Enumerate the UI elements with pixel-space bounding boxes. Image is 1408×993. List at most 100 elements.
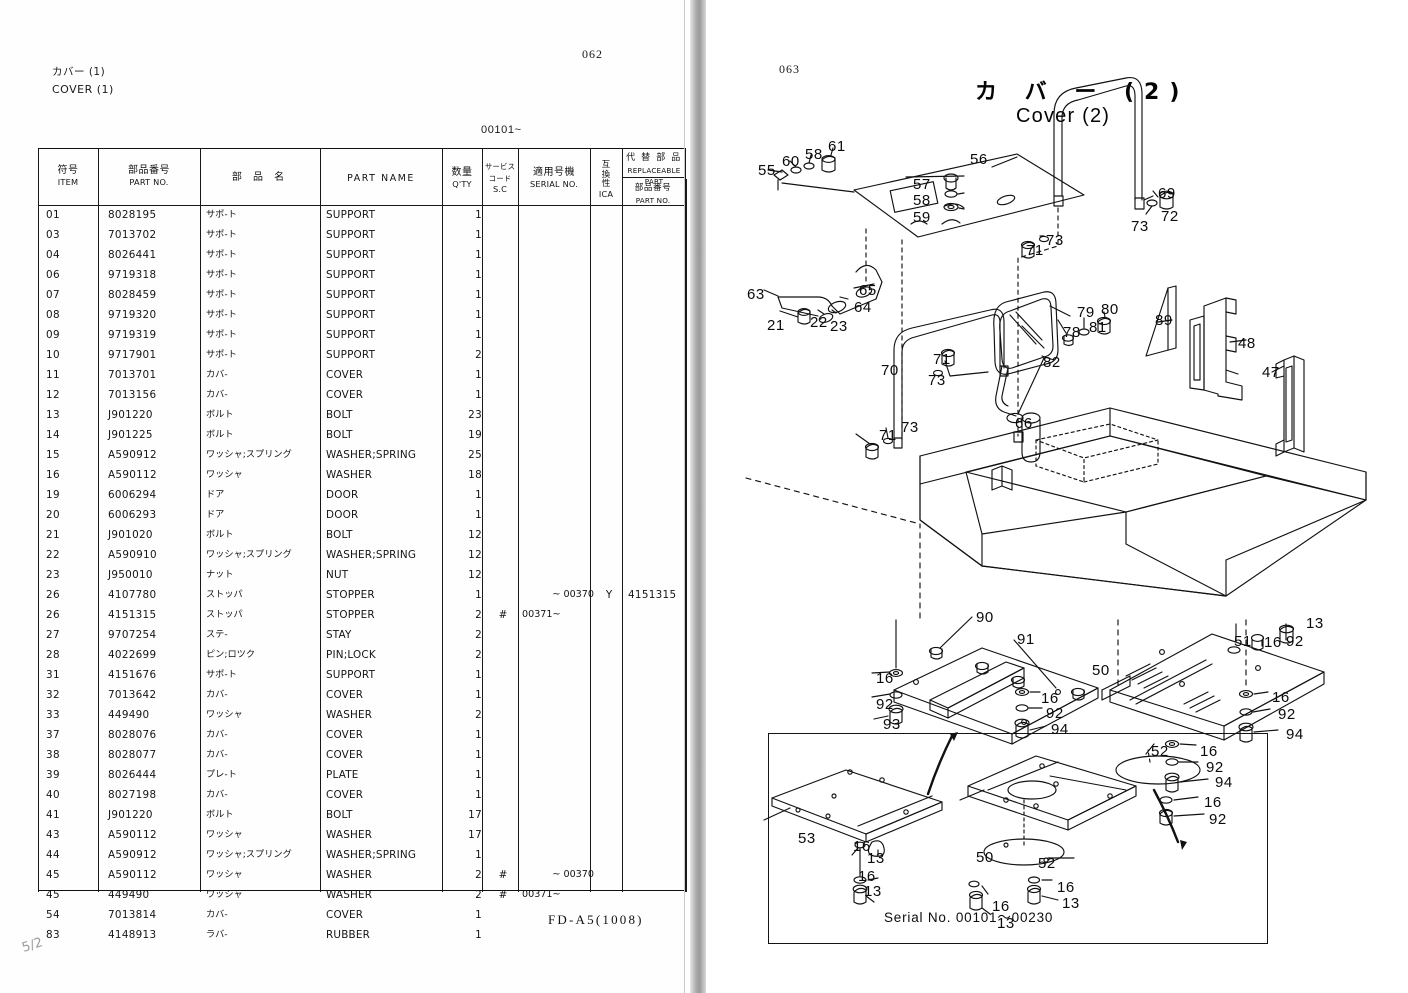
cell-qty: 1 [475, 229, 482, 241]
cell-jp-name: カバ- [206, 789, 228, 800]
left-page: カバー (1) COVER (1) 062 00101~ 符号 [0, 0, 723, 993]
cell-part-name: COVER [326, 909, 364, 921]
cell-part-no: 8028459 [108, 289, 157, 301]
cell-item: 09 [46, 329, 61, 341]
cell-qty: 1 [475, 689, 482, 701]
cell-part-name: SUPPORT [326, 229, 376, 241]
cell-qty: 1 [475, 489, 482, 501]
cell-part-name: SUPPORT [326, 309, 376, 321]
callout-number: 91 [1017, 631, 1035, 648]
cell-part-name: STOPPER [326, 589, 375, 601]
cell-qty: 1 [475, 749, 482, 761]
left-page-title-en: COVER (1) [52, 83, 114, 96]
cell-part-no: 4107780 [108, 589, 157, 601]
cell-item: 41 [46, 809, 61, 821]
header-part-name: PART NAME [347, 173, 415, 184]
table-rule [482, 149, 484, 892]
cell-jp-name: ステ- [206, 629, 228, 640]
cell-part-no: 8027198 [108, 789, 157, 801]
cell-part-name: DOOR [326, 489, 359, 501]
cell-part-no: J901225 [108, 429, 153, 441]
cell-item: 27 [46, 629, 61, 641]
callout-number: 16 [992, 898, 1010, 915]
cell-qty: 2 [475, 349, 482, 361]
cell-jp-name: サポ-ト [206, 309, 237, 320]
cell-serial-no: ~ 00370 [552, 869, 594, 880]
callout-number: 13 [864, 883, 882, 900]
cell-serial-no: ~ 00370 [552, 589, 594, 600]
cell-item: 11 [46, 369, 61, 381]
cell-item: 22 [46, 549, 61, 561]
callout-number: 92 [1278, 706, 1296, 723]
cell-jp-name: サポ-ト [206, 349, 237, 360]
inset-serial-caption: Serial No. 00101〜00230 [884, 910, 1054, 925]
cell-part-no: 8026444 [108, 769, 157, 781]
cell-jp-name: ボルト [206, 529, 234, 540]
callout-number: 55 [758, 162, 776, 179]
callout-number: 80 [1101, 301, 1119, 318]
cell-qty: 1 [475, 929, 482, 941]
cell-part-name: COVER [326, 729, 364, 741]
cell-qty: 1 [475, 329, 482, 341]
cell-item: 01 [46, 209, 61, 221]
cell-part-name: SUPPORT [326, 209, 376, 221]
cell-part-no: A590112 [108, 829, 157, 841]
callout-number: 16 [1272, 689, 1290, 706]
right-page: 063 カ バ ー (2) Cover (2) [706, 0, 1408, 993]
table-rule [98, 149, 100, 892]
cell-item: 28 [46, 649, 61, 661]
cell-part-name: BOLT [326, 529, 353, 541]
callout-number: 16 [1264, 634, 1282, 651]
cell-item: 03 [46, 229, 61, 241]
cell-part-no: 4148913 [108, 929, 157, 941]
cell-part-no: 7013814 [108, 909, 157, 921]
cell-jp-name: ワッシャ;スプリング [206, 549, 292, 560]
cell-qty: 12 [468, 569, 482, 581]
cell-part-name: COVER [326, 389, 364, 401]
cell-item: 13 [46, 409, 61, 421]
callout-number: 79 [1077, 304, 1095, 321]
header-serial-no: 適用号機 SERIAL NO. [529, 167, 579, 189]
cell-item: 54 [46, 909, 61, 921]
cell-part-no: 9717901 [108, 349, 157, 361]
cell-part-name: NUT [326, 569, 349, 581]
cell-qty: 1 [475, 729, 482, 741]
cell-item: 20 [46, 509, 61, 521]
cell-part-name: WASHER [326, 469, 373, 481]
cell-jp-name: カバ- [206, 689, 228, 700]
cell-part-no: 8026441 [108, 249, 157, 261]
cell-jp-name: ワッシャ;スプリング [206, 849, 292, 860]
callout-number: 16 [1041, 690, 1059, 707]
left-page-title-jp: カバー (1) [52, 66, 106, 78]
cell-part-no: J950010 [108, 569, 153, 581]
callout-number: 53 [798, 830, 816, 847]
cell-item: 45 [46, 869, 61, 881]
cell-qty: 2 [475, 609, 482, 621]
cell-qty: 19 [468, 429, 482, 441]
callout-number: 16 [1057, 879, 1075, 896]
table-rule [590, 149, 592, 892]
callout-number: 13 [1306, 615, 1324, 632]
cell-part-name: WASHER [326, 829, 373, 841]
cell-part-no: A590112 [108, 869, 157, 881]
callout-number: 60 [782, 153, 800, 170]
callout-number: 94 [1286, 726, 1304, 743]
cell-part-no: 7013156 [108, 389, 157, 401]
callout-number: 92 [1209, 811, 1227, 828]
callout-number: 58 [805, 146, 823, 163]
callout-number: 65 [859, 282, 877, 299]
